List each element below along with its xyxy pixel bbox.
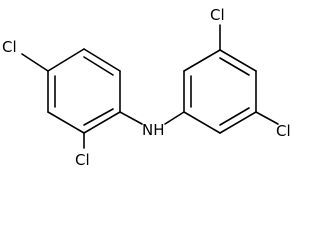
- atom-label-cl-right-bottom: Cl: [276, 122, 291, 140]
- double-bond-inner: [83, 108, 114, 126]
- bond: [219, 111, 257, 134]
- bond-to-nh-right: [164, 111, 185, 125]
- atom-label-cl-left-bottom: Cl: [75, 151, 90, 169]
- atom-label-cl-right-top: Cl: [210, 6, 225, 24]
- bond: [47, 111, 85, 134]
- left-ring: [47, 48, 121, 134]
- bond: [219, 49, 257, 72]
- structure-diagram: Cl Cl NH Cl Cl: [2, 6, 291, 169]
- bond-to-cl-right-bottom: [255, 111, 279, 125]
- double-bond-inner: [219, 57, 250, 76]
- bond: [183, 49, 221, 72]
- atom-label-cl-left-top: Cl: [2, 38, 17, 56]
- bond: [47, 48, 85, 72]
- atom-label-nh: NH: [142, 121, 165, 139]
- bond-to-nh-left: [119, 111, 143, 125]
- bond: [83, 111, 121, 134]
- double-bond-inner: [83, 56, 114, 76]
- bond-to-cl-left-top: [21, 53, 49, 72]
- right-ring: [183, 49, 257, 134]
- bond: [83, 48, 121, 72]
- bond: [183, 111, 221, 134]
- double-bond-inner: [219, 107, 250, 126]
